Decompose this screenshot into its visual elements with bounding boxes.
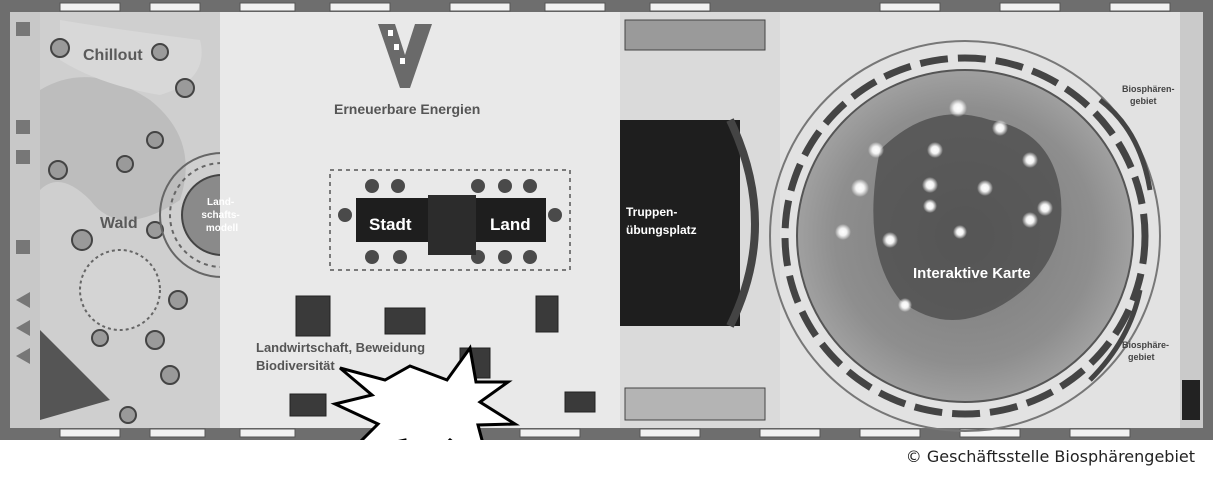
truppen-bottom-block xyxy=(624,387,766,421)
label-landwirtschaft-line1: Landwirtschaft, Beweidung xyxy=(256,340,425,355)
truppen-dark-room xyxy=(620,120,740,326)
right-dark-block xyxy=(1182,380,1200,420)
road-markings xyxy=(388,30,405,64)
label-landschaftsmodell: Land- schafts- modell xyxy=(201,197,242,234)
map-lights xyxy=(835,99,1053,312)
outer-ring xyxy=(769,40,1161,432)
label-biosphaeren-top-line2: gebiet xyxy=(1130,96,1157,106)
exhibition-floor-plan: Chillout Erneuerbare Energien Land- scha… xyxy=(0,0,1213,440)
label-landschaftsmodell-line2: schafts- xyxy=(201,210,239,221)
center-block xyxy=(428,195,476,255)
left-wall-strip xyxy=(10,12,40,428)
label-biosphaeren-top-line1: Biosphären- xyxy=(1122,84,1175,94)
chillout-foliage xyxy=(60,20,202,95)
dark-corner xyxy=(40,330,110,420)
label-truppen-line2: übungsplatz xyxy=(626,223,697,237)
label-stadt: Stadt xyxy=(369,215,412,234)
window-slots xyxy=(59,2,1171,438)
biosphaere-bench-top xyxy=(1098,98,1153,191)
round-table xyxy=(79,249,161,331)
label-chillout: Chillout xyxy=(83,47,143,64)
copyright-notice: © Geschäftsstelle Biosphärengebiet xyxy=(905,447,1195,466)
label-interaktive-karte: Interaktive Karte xyxy=(913,265,1031,282)
map-terrain xyxy=(873,114,1062,321)
label-erneuerbare-energien: Erneuerbare Energien xyxy=(334,101,480,117)
road-sign xyxy=(378,24,432,88)
label-biosphaeren-bottom-line2: gebiet xyxy=(1128,352,1155,362)
label-truppen-line1: Truppen- xyxy=(626,205,677,219)
right-wall-strip xyxy=(1180,12,1203,428)
burst-marker xyxy=(330,344,520,440)
biosphaere-bench-bottom xyxy=(1088,289,1143,382)
label-landwirtschaft-line2: Biodiversität xyxy=(256,358,335,373)
label-truppenuebungsplatz: Truppen- übungsplatz xyxy=(626,205,697,237)
label-land: Land xyxy=(490,215,531,234)
truppen-top-block xyxy=(624,19,766,51)
stools-left xyxy=(48,38,195,424)
land-block xyxy=(476,198,546,242)
label-biosphaeren-bottom-line1: Biosphäre- xyxy=(1122,340,1169,350)
label-biosphaerengebiet-bottom: Biosphäre- gebiet xyxy=(1122,340,1172,362)
label-landwirtschaft: Landwirtschaft, Beweidung Biodiversität xyxy=(256,340,429,373)
ring-segments xyxy=(781,54,1149,418)
stadt-land-table-area xyxy=(329,169,571,271)
stadt-land-chairs xyxy=(338,179,562,264)
truppen-arch xyxy=(726,118,759,328)
label-landschaftsmodell-line3: modell xyxy=(206,223,238,234)
label-biosphaerengebiet-top: Biosphären- gebiet xyxy=(1122,84,1177,106)
stadt-block xyxy=(356,198,428,242)
left-wall-markers xyxy=(16,22,30,364)
label-landschaftsmodell-line1: Land- xyxy=(207,197,234,208)
wald-foliage xyxy=(40,77,186,220)
label-wald: Wald xyxy=(100,215,138,232)
